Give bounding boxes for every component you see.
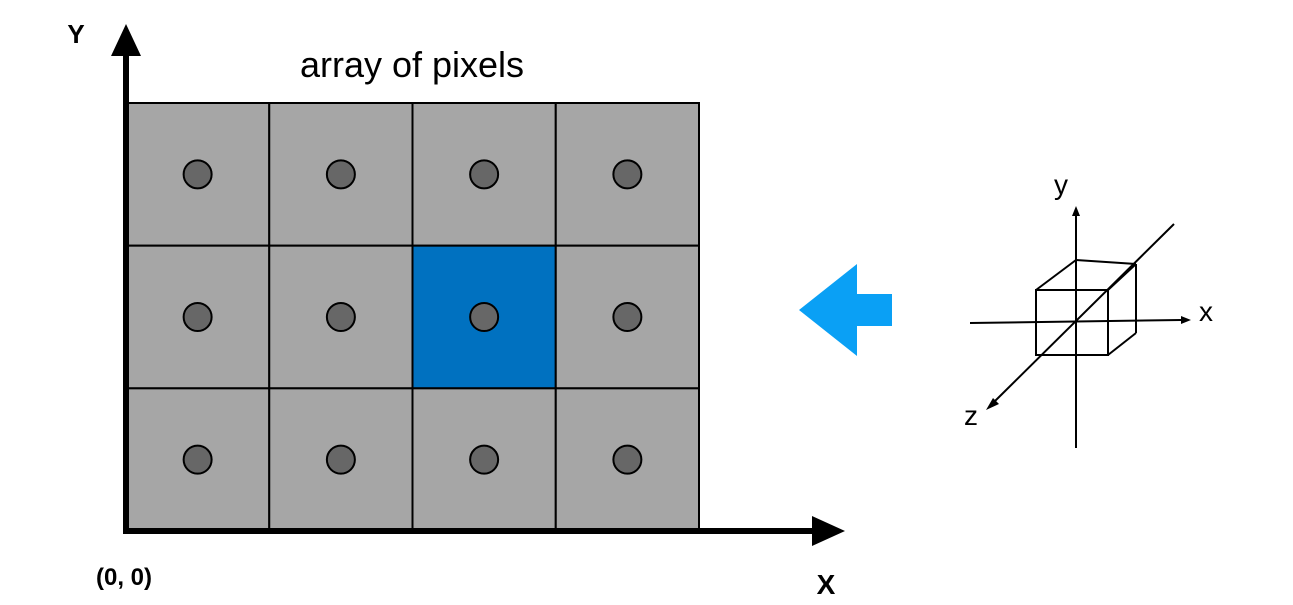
3d-z-axis-arrowhead <box>986 398 999 410</box>
3d-z-axis-label: z <box>964 400 978 431</box>
pixel-center-dot <box>182 302 213 332</box>
x-axis-arrowhead <box>812 516 845 546</box>
pixel-center-dot <box>612 159 643 190</box>
pixel-center-dot <box>469 159 500 190</box>
pixel-center-dot <box>325 302 356 332</box>
pixel-center-dot <box>612 444 643 475</box>
diagram-title: array of pixels <box>300 44 524 85</box>
cube-wireframe <box>1035 259 1137 356</box>
pixel-center-dot <box>469 302 500 332</box>
3d-z-axis-line <box>993 223 1175 403</box>
3d-x-axis-label: x <box>1199 296 1213 327</box>
axes-2d: Y X (0, 0) <box>67 19 845 600</box>
pixel-center-dot <box>612 302 643 332</box>
pixel-center-dot <box>182 444 213 475</box>
y-axis-label: Y <box>67 19 84 49</box>
3d-x-axis-arrowhead <box>1181 316 1191 324</box>
axes-3d <box>969 206 1191 448</box>
origin-label: (0, 0) <box>96 564 152 591</box>
pixel-center-dot <box>325 444 356 475</box>
3d-y-axis-label: y <box>1054 169 1068 200</box>
y-axis-arrowhead <box>111 24 141 56</box>
pixel-grid <box>125 102 700 533</box>
3d-y-axis-arrowhead <box>1072 206 1080 216</box>
left-arrow-icon <box>799 264 892 356</box>
pixel-center-dot <box>469 444 500 475</box>
pixel-center-dot <box>182 159 213 190</box>
pixel-center-dot <box>325 159 356 190</box>
x-axis-label: X <box>817 569 836 600</box>
pixel-cell <box>554 244 700 390</box>
